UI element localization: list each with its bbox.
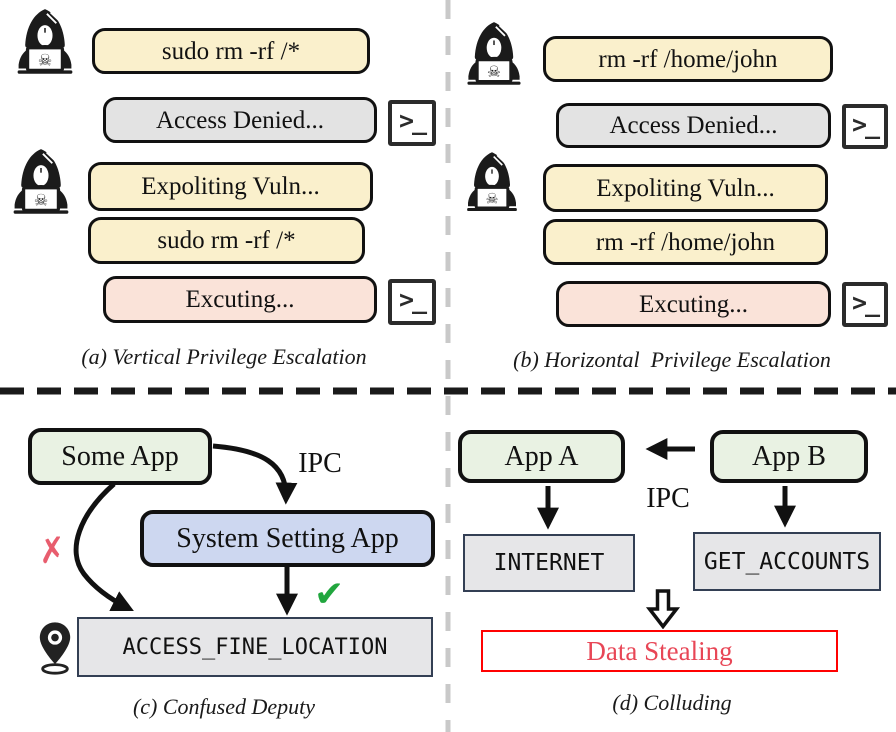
permission-box-access-fine-location: ACCESS_FINE_LOCATION [77,617,433,677]
ipc-curved-arrow [212,443,298,505]
caption-panel-b: (b) Horizontal Privilege Escalation [513,347,831,372]
executing-box: Excuting... [556,281,831,327]
hacker-icon [462,20,526,92]
terminal-icon: >_ [842,104,888,149]
caption-panel-c: (c) Confused Deputy [132,694,316,719]
data-stealing-box: Data Stealing [481,630,838,672]
some-app-box: Some App [28,428,212,485]
permission-box-get-accounts: GET_ACCOUNTS [693,532,881,591]
command-box: sudo rm -rf /* [92,28,370,74]
terminal-icon: >_ [388,279,436,325]
ipc-label: IPC [298,448,342,479]
app-a-box: App A [458,430,625,483]
access-denied-box: Access Denied... [556,103,831,148]
direct-access-curved-arrow [73,482,134,611]
hacker-icon [12,8,78,80]
executing-box: Excuting... [103,276,377,323]
system-setting-app-box: System Setting App [140,510,435,567]
terminal-icon: >_ [388,100,436,146]
access-denied-box: Access Denied... [103,97,377,143]
terminal-icon: >_ [842,282,888,327]
caption-panel-d: (d) Colluding [612,690,732,715]
permission-box-internet: INTERNET [463,534,635,592]
exploit-box: Expoliting Vuln... [88,162,373,211]
command-box: rm -rf /home/john [543,219,828,265]
denied-cross-icon: ✗ [35,529,70,573]
granted-check-icon: ✔ [314,574,345,615]
hacker-icon [462,150,522,218]
ipc-label: IPC [646,483,690,514]
app-b-box: App B [710,430,868,483]
block-down-arrow-icon [645,589,681,629]
caption-panel-a: (a) Vertical Privilege Escalation [81,344,367,369]
exploit-box: Expoliting Vuln... [543,164,828,212]
hacker-icon [8,148,74,220]
command-box: rm -rf /home/john [543,36,833,82]
location-pin-icon [36,620,74,676]
command-box: sudo rm -rf /* [88,217,365,264]
